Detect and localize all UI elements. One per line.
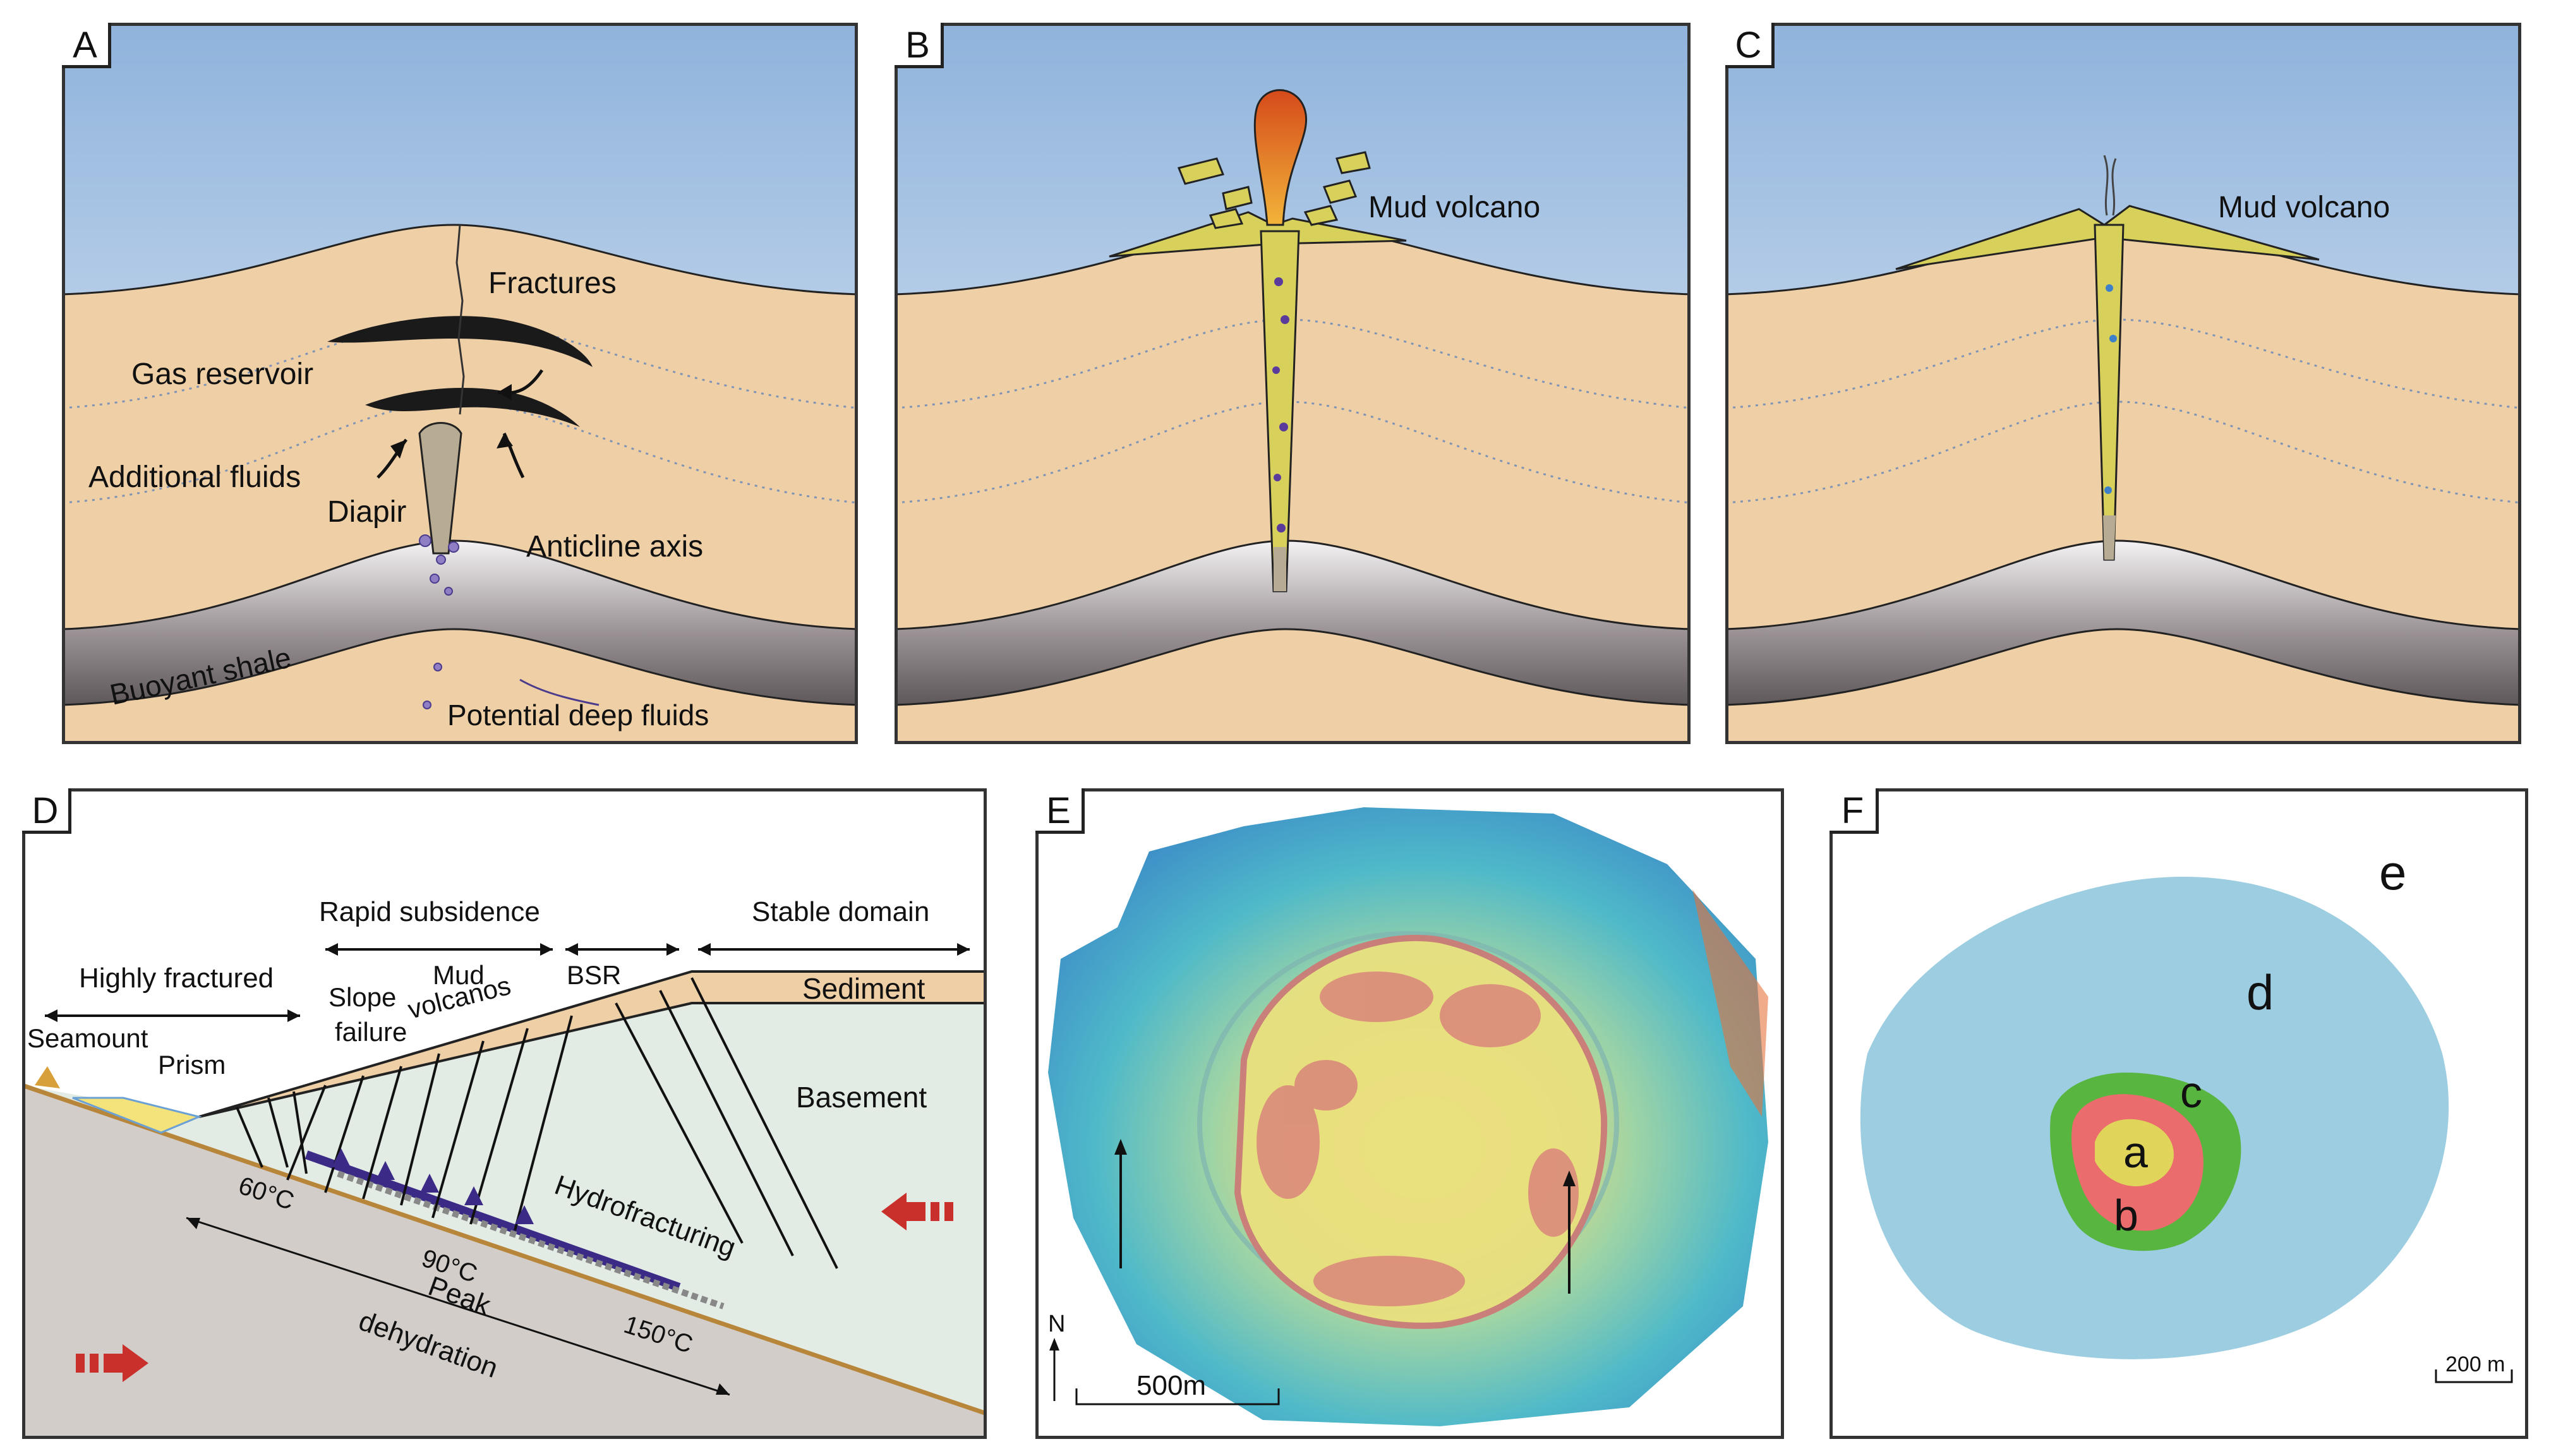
- panel-e: N 500m E: [1035, 788, 1784, 1439]
- fault-lines: [236, 977, 838, 1269]
- arrowheads: [390, 384, 513, 459]
- fluid-bubbles: [419, 534, 459, 709]
- subducting-slab: [22, 1085, 987, 1439]
- panel-d: Rapid subsidence Stable domain Highly fr…: [22, 788, 987, 1439]
- arrowhead: [186, 1218, 200, 1229]
- deep-layer: [62, 628, 858, 744]
- panel-a-diagram: Fractures Gas reservoir Additional fluid…: [62, 23, 858, 744]
- panel-d-diagram: Rapid subsidence Stable domain Highly fr…: [22, 788, 987, 1439]
- plate-interface: [22, 1083, 987, 1416]
- panel-a: Fractures Gas reservoir Additional fluid…: [62, 23, 858, 744]
- label-potential-deep-fluids: Potential deep fluids: [447, 699, 709, 731]
- fracture-line: [455, 224, 465, 415]
- rough-terrain: [1257, 972, 1579, 1306]
- label-slope: Slope: [329, 982, 396, 1012]
- label-mud-volcano: Mud volcano: [2218, 191, 2390, 224]
- panel-label-b: B: [895, 23, 944, 68]
- panel-c-diagram: Mud volcano: [1725, 23, 2521, 744]
- panel-label-e: E: [1035, 788, 1085, 834]
- fluid-bubbles: [1272, 277, 1289, 532]
- ejecta-blocks: [1177, 151, 1371, 229]
- conduit-base: [2103, 515, 2116, 560]
- label-gas-reservoir: Gas reservoir: [131, 358, 313, 391]
- arrowhead: [716, 1383, 730, 1395]
- panel-c: Mud volcano C: [1725, 23, 2521, 744]
- gas-seep-lines: [2103, 155, 2117, 216]
- panel-f: a b c d e 200 m F: [1830, 788, 2528, 1439]
- deep-layer: [1725, 628, 2521, 744]
- panel-label-c: C: [1725, 23, 1775, 68]
- seamount: [35, 1066, 60, 1088]
- hydrofracture-zone: [337, 1170, 725, 1309]
- fluid-bubbles: [2104, 284, 2117, 494]
- label-seamount: Seamount: [27, 1023, 148, 1053]
- panel-label-a: A: [62, 23, 111, 68]
- panel-b: Mud volcano B: [895, 23, 1691, 744]
- north-arrowhead: [1049, 1338, 1059, 1351]
- convergence-arrows: [76, 1193, 953, 1382]
- panel-f-map: a b c d e 200 m: [1830, 788, 2528, 1439]
- label-anticline-axis: Anticline axis: [526, 530, 703, 563]
- flow-arrows: [1119, 1148, 1570, 1294]
- label-diapir: Diapir: [327, 495, 406, 529]
- prism: [72, 1097, 202, 1134]
- deep-layer: [895, 628, 1691, 744]
- bathymetry-high-east: [1692, 889, 1768, 1117]
- sediment-cover: [198, 970, 987, 1118]
- panel-label-d: D: [22, 788, 71, 834]
- panel-e-map: N 500m: [1035, 788, 1784, 1439]
- label-scale: 200 m: [2445, 1352, 2505, 1376]
- label-prism: Prism: [158, 1050, 226, 1080]
- label-zone-d: d: [2246, 965, 2274, 1020]
- gas-reservoir-lens: [327, 316, 593, 367]
- label-zone-b: b: [2114, 1191, 2138, 1240]
- eruption-plume: [1253, 89, 1308, 226]
- zone-a: [2095, 1119, 2174, 1186]
- label-rapid-subsidence: Rapid subsidence: [319, 896, 540, 927]
- flow-arrowheads: [1114, 1139, 1576, 1186]
- label-sediment: Sediment: [802, 972, 925, 1005]
- panel-b-diagram: Mud volcano: [895, 23, 1691, 744]
- label-highly-fractured: Highly fractured: [79, 963, 274, 994]
- label-stable-domain: Stable domain: [752, 896, 929, 927]
- label-scale: 500m: [1136, 1370, 1206, 1401]
- label-bsr: BSR: [567, 960, 621, 990]
- label-basement: Basement: [796, 1081, 927, 1114]
- deep-fluid-arrow: [519, 678, 600, 706]
- label-zone-a: a: [2123, 1128, 2148, 1177]
- label-fractures: Fractures: [488, 267, 617, 300]
- label-north: N: [1048, 1311, 1065, 1337]
- range-arrows: [45, 948, 970, 1017]
- conduit-base: [1274, 547, 1286, 591]
- label-mud: Mud: [433, 960, 485, 990]
- label-zone-e: e: [2379, 845, 2406, 900]
- range-arrowheads: [45, 943, 970, 1022]
- gas-reservoir-lens: [365, 388, 580, 427]
- label-zone-c: c: [2180, 1068, 2202, 1117]
- panel-label-f: F: [1830, 788, 1879, 834]
- label-mud-volcano: Mud volcano: [1368, 191, 1540, 224]
- scale-bar: [1075, 1388, 1280, 1405]
- diapir-body: [418, 422, 462, 555]
- fluid-upflow-arrows: [332, 1148, 534, 1224]
- label-failure: failure: [335, 1017, 407, 1047]
- peak-dehydration-arrow: [186, 1217, 730, 1396]
- label-additional-fluids: Additional fluids: [88, 460, 301, 494]
- scale-bar: [2435, 1369, 2513, 1383]
